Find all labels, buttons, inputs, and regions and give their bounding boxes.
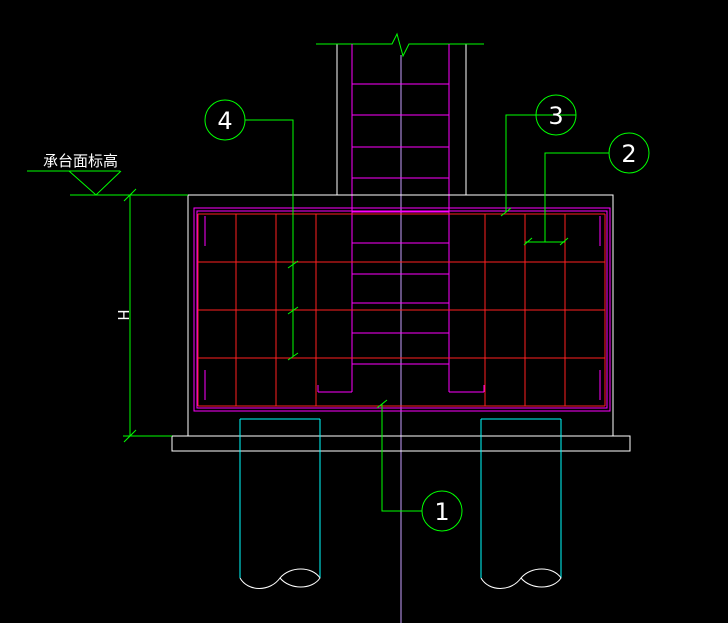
callout-3-number: 3 bbox=[548, 102, 563, 130]
pile-right-break bbox=[480, 568, 562, 589]
callout-3-leader bbox=[500, 114, 576, 217]
callout-4-leader bbox=[245, 119, 299, 361]
height-label: H bbox=[114, 309, 132, 320]
elevation-marker bbox=[27, 170, 188, 437]
callout-2-number: 2 bbox=[621, 140, 636, 168]
cap-rebar-mesh bbox=[197, 213, 606, 407]
callout-4-number: 4 bbox=[217, 107, 232, 135]
callout-1-circle bbox=[421, 490, 463, 532]
callout-1-number: 1 bbox=[434, 498, 449, 526]
column-break-line bbox=[316, 32, 484, 58]
cap-stirrup bbox=[193, 207, 611, 412]
callout-1-leader bbox=[376, 399, 422, 512]
callout-4-circle bbox=[204, 99, 246, 141]
callout-2-leader bbox=[523, 152, 609, 246]
pile-cap-outline bbox=[171, 194, 631, 452]
elevation-label: 承台面标高 bbox=[43, 152, 118, 170]
column bbox=[336, 44, 467, 195]
column-rebar-cage bbox=[317, 44, 485, 393]
height-dimension bbox=[123, 188, 137, 443]
pile-left bbox=[239, 418, 321, 578]
callout-3-circle bbox=[535, 94, 577, 136]
pile-left-break bbox=[239, 568, 321, 589]
callout-2-circle bbox=[608, 132, 650, 174]
pile-right bbox=[480, 418, 562, 578]
